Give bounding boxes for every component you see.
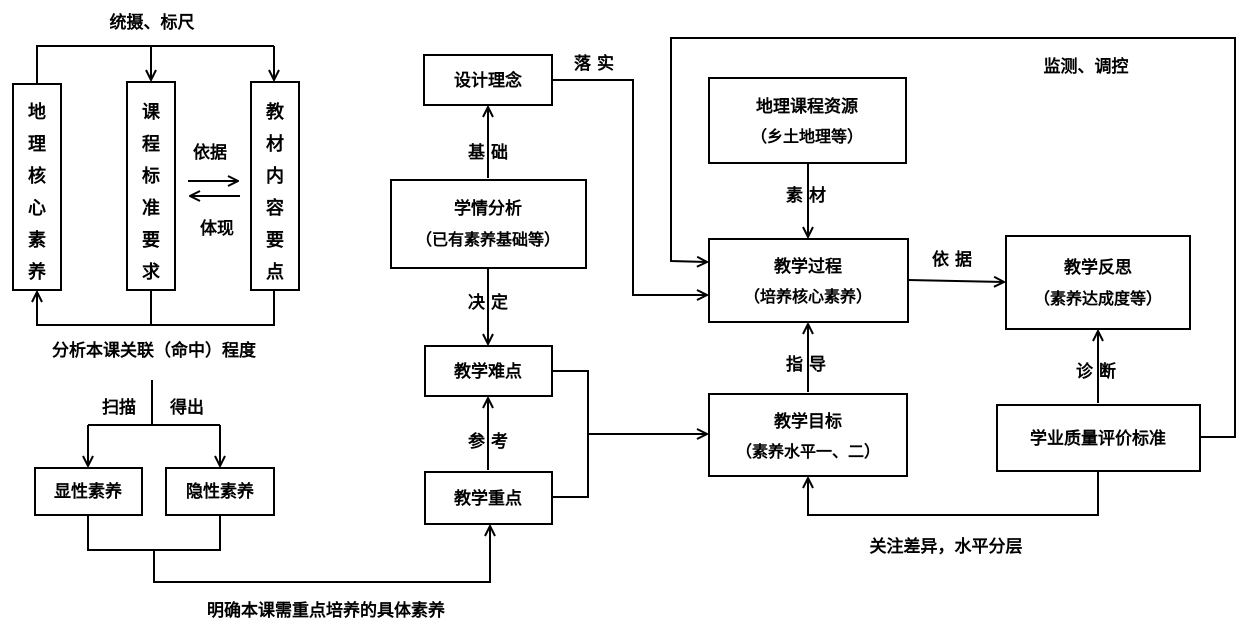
- vertical-char: 内: [266, 165, 284, 187]
- arrow-implement: [552, 79, 707, 295]
- vertical-char: 容: [266, 197, 284, 219]
- teaching-process-subtitle: （培养核心素养）: [744, 287, 872, 306]
- teaching-objectives-subtitle: （素养水平一、二）: [736, 442, 880, 461]
- geo-course-resources-subtitle: （乡土地理等）: [751, 127, 863, 146]
- vertical-char: 程: [142, 134, 160, 155]
- vertical-char: 教: [266, 101, 285, 123]
- teaching-reflection-subtitle: （素养达成度等）: [1034, 289, 1162, 308]
- box-teaching-objectives: 教学目标 （素养水平一、二）: [708, 393, 908, 477]
- design-concept-label: 设计理念: [454, 70, 522, 91]
- box-textbook-content: 教材内容要点: [250, 81, 300, 291]
- teaching-key-point-label: 教学重点: [453, 488, 522, 509]
- teaching-process-title: 教学过程: [773, 256, 842, 277]
- vertical-char: 准: [142, 197, 160, 219]
- learner-analysis-subtitle: （已有素养基础等）: [416, 230, 560, 249]
- vertical-char: 课: [142, 102, 161, 123]
- vertical-char: 心: [28, 198, 46, 219]
- label-guide: 指 导: [786, 354, 826, 375]
- implicit-literacy-label: 隐性素养: [186, 481, 255, 502]
- label-basis: 依据: [193, 142, 227, 163]
- box-curriculum-standard: 课程标准要求: [126, 81, 176, 291]
- label-decide: 决 定: [468, 292, 508, 313]
- label-monitor-regulate: 监测、调控: [1044, 56, 1129, 77]
- arrow-attend-difference: [808, 471, 1099, 516]
- vertical-char: 核: [28, 165, 46, 187]
- textbook-content-label: 教材内容要点: [266, 101, 285, 283]
- label-attend-difference: 关注差异，水平分层: [870, 536, 1023, 557]
- coordinate-bracket-line: [36, 45, 274, 84]
- box-learner-analysis: 学情分析 （已有素养基础等）: [390, 179, 587, 269]
- box-explicit-literacy: 显性素养: [34, 467, 143, 516]
- vertical-char: 点: [266, 261, 284, 283]
- teaching-difficulty-label: 教学难点: [453, 361, 522, 382]
- label-coordinate-measure: 统摄、标尺: [110, 12, 195, 33]
- box-quality-standard: 学业质量评价标准: [996, 404, 1201, 472]
- label-implement: 落 实: [574, 53, 614, 74]
- vertical-char: 要: [266, 230, 284, 251]
- quality-standard-label: 学业质量评价标准: [1030, 428, 1166, 449]
- arrow-relevance-to-core-literacy: [37, 290, 275, 326]
- label-foundation: 基 础: [467, 142, 508, 163]
- explicit-literacy-label: 显性素养: [54, 481, 123, 502]
- vertical-char: 要: [142, 230, 160, 251]
- label-basis-reflection: 依 据: [932, 249, 972, 270]
- vertical-char: 求: [142, 261, 161, 283]
- label-material: 素 材: [786, 185, 826, 206]
- vertical-char: 材: [266, 133, 284, 155]
- box-design-concept: 设计理念: [423, 54, 553, 106]
- difficulty-keypoint-bracket: [552, 370, 589, 498]
- vertical-char: 地: [28, 101, 46, 123]
- box-teaching-reflection: 教学反思 （素养达成度等）: [1005, 235, 1191, 330]
- label-embody: 体现: [200, 218, 234, 239]
- label-derive: 得出: [169, 397, 204, 418]
- literacy-merge-line: [87, 515, 221, 551]
- vertical-char: 养: [27, 261, 47, 283]
- arrow-monitor-regulate: [670, 37, 1236, 438]
- vertical-char: 理: [28, 134, 46, 155]
- label-diagnose: 诊 断: [1076, 361, 1116, 382]
- box-geo-core-literacy: 地理核心素养: [12, 83, 62, 291]
- learner-analysis-title: 学情分析: [454, 198, 522, 219]
- arrow-basis-reflection: [907, 280, 1004, 282]
- box-teaching-key-point: 教学重点: [424, 471, 553, 525]
- teaching-objectives-title: 教学目标: [773, 411, 842, 432]
- box-implicit-literacy: 隐性素养: [165, 467, 275, 516]
- teaching-reflection-title: 教学反思: [1063, 257, 1132, 278]
- geo-course-resources-title: 地理课程资源: [756, 96, 858, 117]
- box-teaching-process: 教学过程 （培养核心素养）: [708, 238, 909, 323]
- vertical-char: 标: [141, 165, 160, 187]
- curriculum-standard-label: 课程标准要求: [141, 102, 161, 283]
- label-reference: 参 考: [468, 431, 508, 452]
- geo-core-literacy-label: 地理核心素养: [27, 101, 47, 283]
- box-teaching-difficulty: 教学难点: [424, 345, 553, 397]
- vertical-char: 素: [28, 230, 46, 251]
- box-geo-course-resources: 地理课程资源 （乡土地理等）: [708, 77, 907, 164]
- arrow-to-key-point: [153, 526, 490, 583]
- connectors: [36, 37, 1236, 583]
- label-scan: 扫描: [102, 397, 136, 418]
- label-clarify-literacy: 明确本课需重点培养的具体素养: [207, 600, 446, 621]
- label-analyze-relevance: 分析本课关联（命中）程度: [52, 340, 257, 361]
